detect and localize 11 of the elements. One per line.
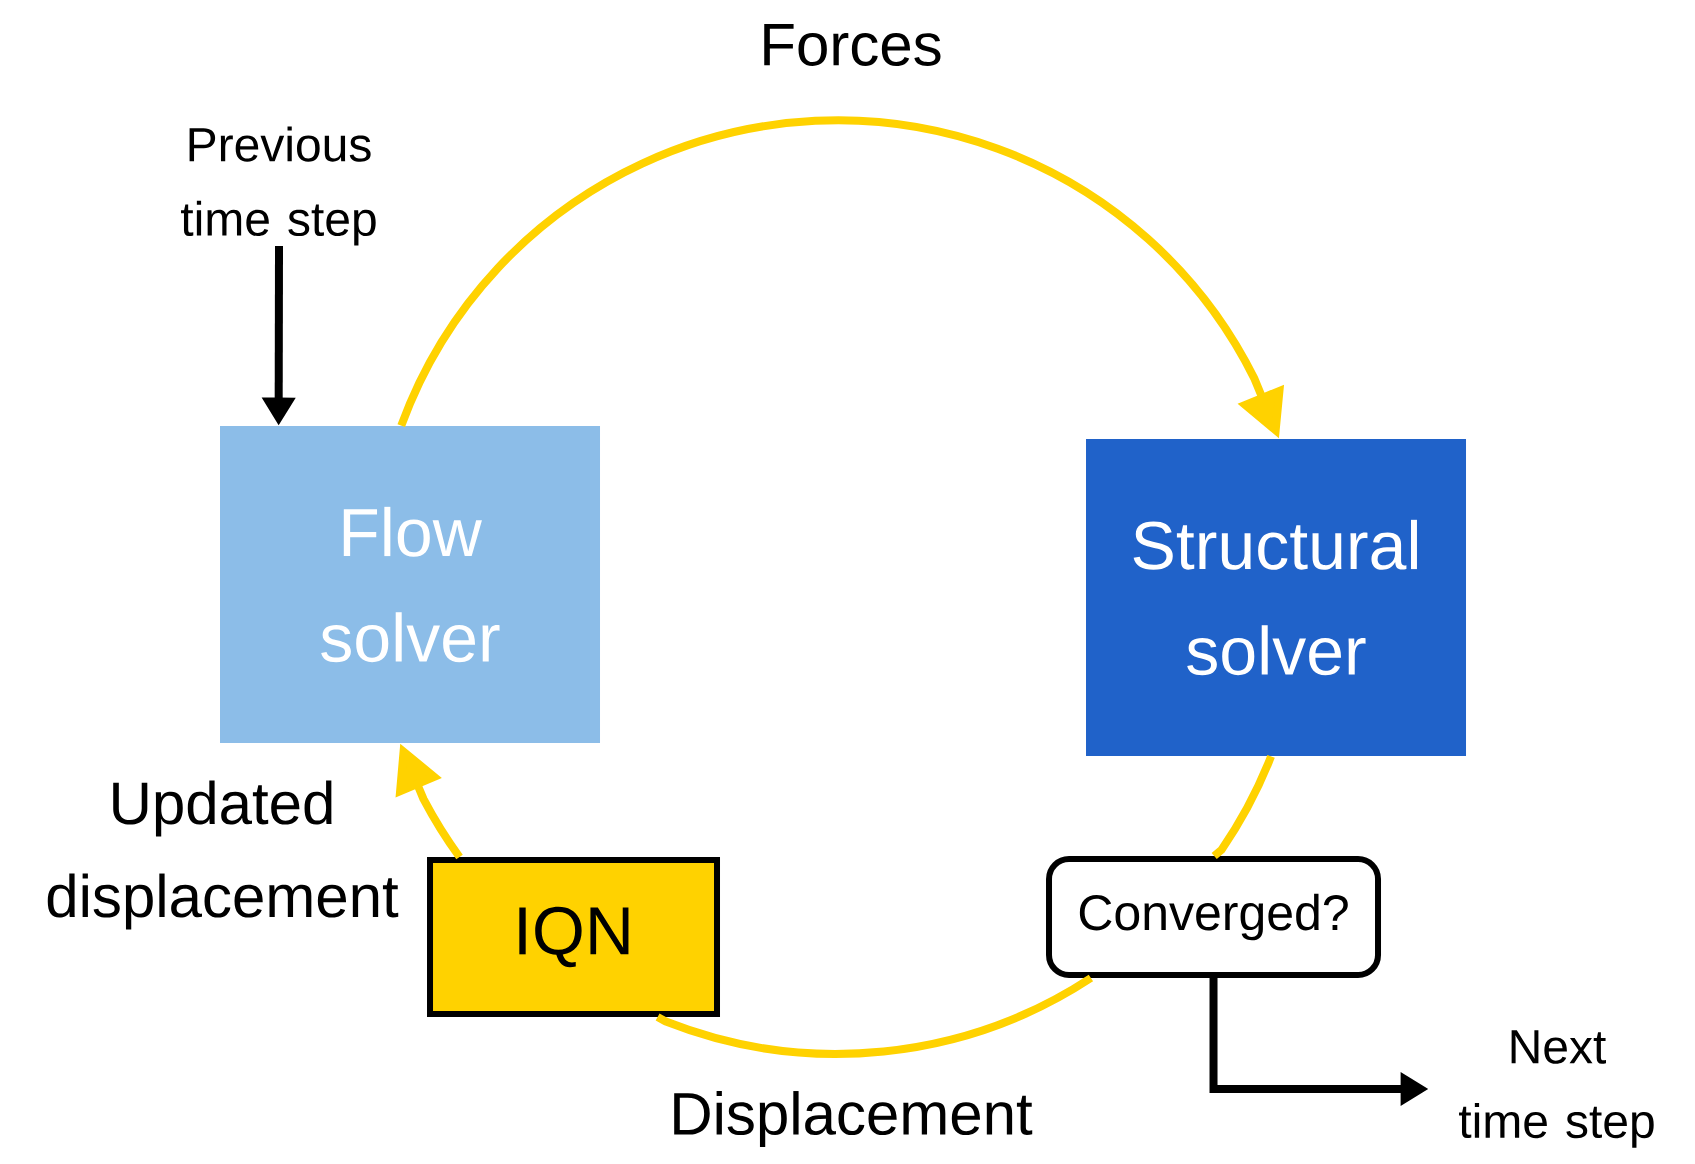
text-label: Next time step bbox=[1459, 1030, 1654, 1148]
cycle-line bbox=[1211, 754, 1275, 860]
process-box: Structural solver bbox=[1086, 439, 1466, 756]
text-label: Previous time step bbox=[181, 126, 376, 246]
process-box: IQN bbox=[427, 857, 720, 1017]
cycle-line bbox=[655, 974, 1093, 1058]
edge-label: Forces bbox=[764, 24, 941, 66]
edge-label: Displacement bbox=[674, 1091, 1033, 1147]
process-box: Flow solver bbox=[220, 426, 600, 743]
decision-box: Converged? bbox=[1046, 856, 1381, 978]
edge-label: Updated displacement bbox=[47, 780, 399, 930]
